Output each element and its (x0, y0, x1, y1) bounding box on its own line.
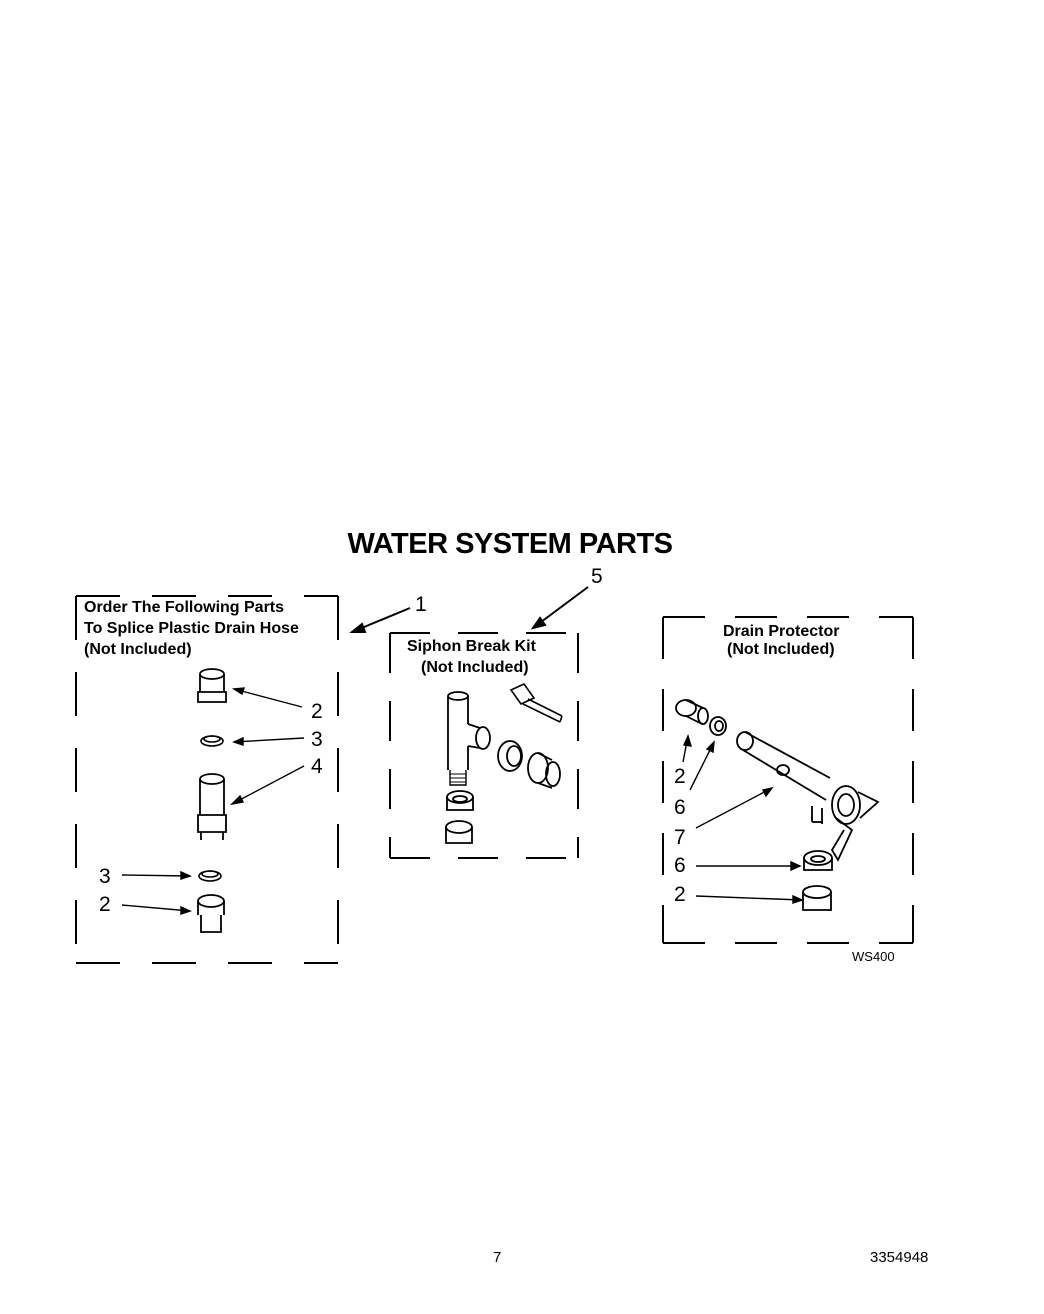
callout-right-2b: 2 (674, 883, 686, 906)
right-arrows (682, 733, 804, 904)
callout-right-6b: 6 (674, 854, 686, 877)
splice-kit-label-line2: To Splice Plastic Drain Hose (84, 620, 299, 637)
left-arrows (121, 687, 305, 915)
left-connector-top (197, 668, 227, 703)
drain-protector-label-line2: (Not Included) (727, 641, 835, 658)
left-splice-tube (197, 773, 227, 840)
siphon-nut (497, 740, 523, 772)
diagram-code: WS400 (852, 949, 895, 964)
siphon-kit-label-line1: Siphon Break Kit (407, 638, 536, 655)
siphon-lower-nut (446, 790, 474, 811)
callout-right-2a: 2 (674, 765, 686, 788)
page-number: 7 (493, 1249, 502, 1266)
callout-right-6a: 6 (674, 796, 686, 819)
callout-left-2a: 2 (311, 700, 323, 723)
drain-nut-left (709, 716, 727, 736)
leader-arrow-5 (530, 586, 589, 630)
siphon-adapter (527, 752, 561, 789)
siphon-tie-strap (509, 682, 563, 723)
callout-left-4: 4 (311, 755, 323, 778)
splice-kit-label-line1: Order The Following Parts (84, 599, 285, 616)
drain-cap-bottom (802, 885, 832, 911)
left-clamp-top (200, 735, 224, 747)
drain-protector-body (736, 731, 880, 862)
drain-protector-frame (662, 616, 914, 944)
callout-5: 5 (591, 565, 603, 588)
document-number: 3354948 (870, 1249, 929, 1266)
splice-kit-label-line3: (Not Included) (84, 641, 192, 658)
siphon-lower-cap (445, 820, 473, 844)
leader-arrow-1 (349, 607, 411, 633)
callout-left-3b: 3 (99, 865, 111, 888)
splice-kit-frame (75, 595, 339, 964)
siphon-kit-label-line2: (Not Included) (421, 659, 529, 676)
callout-1: 1 (415, 593, 427, 616)
callout-left-3a: 3 (311, 728, 323, 751)
siphon-kit-frame (389, 632, 579, 859)
left-clamp-bottom (198, 870, 222, 882)
siphon-tee (447, 691, 491, 786)
page-title: WATER SYSTEM PARTS (347, 528, 673, 560)
drain-protector-label-line1: Drain Protector (723, 623, 840, 640)
left-connector-bottom (197, 894, 225, 933)
callout-left-2b: 2 (99, 893, 111, 916)
callout-right-7: 7 (674, 826, 686, 849)
drain-cap-left (675, 699, 709, 725)
drain-nut-bottom (803, 850, 833, 871)
